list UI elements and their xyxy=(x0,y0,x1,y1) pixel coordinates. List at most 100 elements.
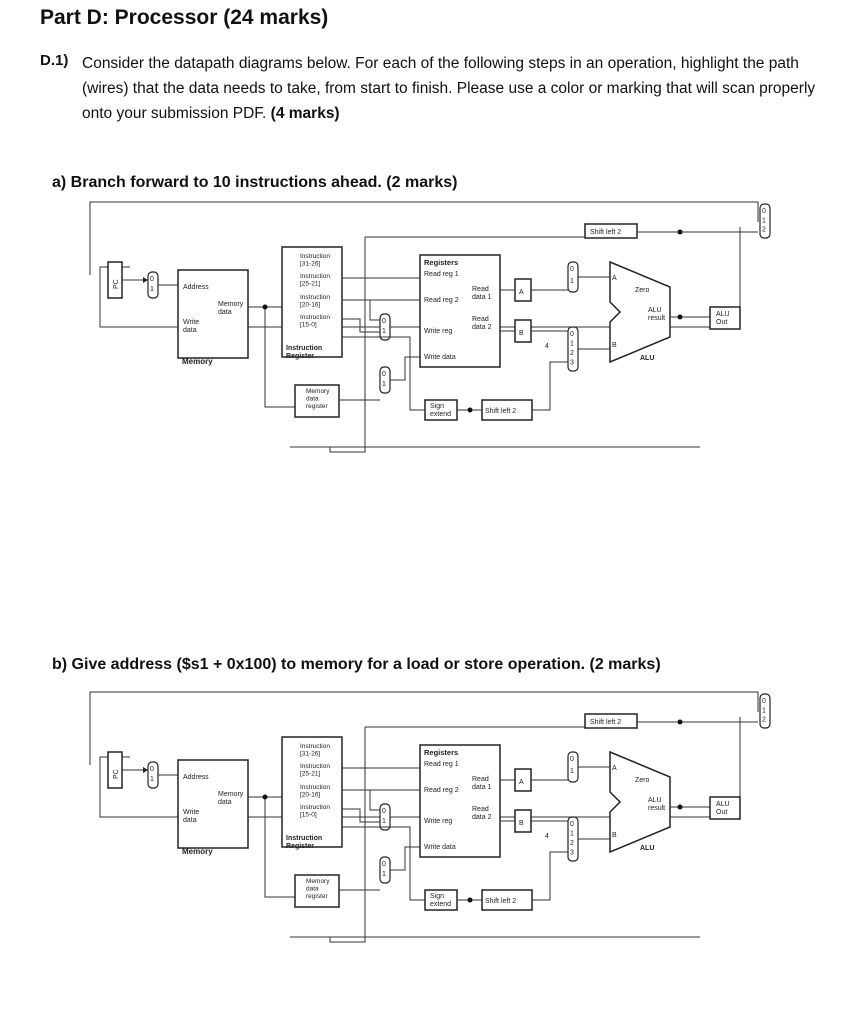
read-data-1-port-line-1: data 1 xyxy=(472,294,492,301)
write-data-mux-input-1: 1 xyxy=(382,381,386,388)
alu-src-b-mux-input-2: 2 xyxy=(570,840,574,847)
alu-out-label-line-0: ALU xyxy=(716,801,730,808)
read-reg-1-port: Read reg 1 xyxy=(424,271,459,278)
alu-out-label-line-1: Out xyxy=(716,319,727,326)
instruction-register xyxy=(281,246,343,358)
read-data-1-port-line-0: Read xyxy=(472,286,489,293)
instr-field-25-21-line-1: [25-21] xyxy=(300,771,320,778)
instr-field-31-26-line-1: [31-26] xyxy=(300,261,320,268)
alu-result-line-1: result xyxy=(648,805,665,812)
alu-split-dot xyxy=(677,804,683,810)
alu-src-a-mux-input-1: 1 xyxy=(570,768,574,775)
mdr-label-line-2: register xyxy=(306,893,329,900)
instruction-register-label-line-0: Instruction xyxy=(286,835,322,842)
memory-split-dot xyxy=(262,304,268,310)
pc-to-mux-arrow xyxy=(143,277,148,283)
alu-src-b-mux-input-3: 3 xyxy=(570,850,574,857)
instr-field-20-16-line-0: Instruction xyxy=(300,294,330,301)
memory-split-dot xyxy=(262,794,268,800)
imm-to-signext-wire xyxy=(342,826,425,901)
alu-input-b: B xyxy=(612,832,617,839)
shift-left-2-upper-label: Shift left 2 xyxy=(590,719,621,726)
mux-to-writedata-wire xyxy=(390,846,420,871)
constant-4: 4 xyxy=(545,343,549,350)
alu-label: ALU xyxy=(640,845,654,852)
shift-left-2-upper-label: Shift left 2 xyxy=(590,229,621,236)
shift-left-2-lower-label: Shift left 2 xyxy=(485,408,516,415)
write-data-port: Write data xyxy=(424,844,456,851)
instruction-register xyxy=(281,736,343,848)
memory-block xyxy=(177,759,249,849)
instr-field-25-21-line-0: Instruction xyxy=(300,273,330,280)
memory-data-register xyxy=(294,874,340,908)
write-data-port: Write data xyxy=(424,354,456,361)
imm-to-signext-wire xyxy=(342,336,425,411)
instr-field-20-16-line-0: Instruction xyxy=(300,784,330,791)
pc-source-mux-input-2: 2 xyxy=(762,717,766,724)
memory-label: Memory xyxy=(182,357,213,366)
alu-src-b-mux-input-0: 0 xyxy=(570,821,574,828)
question-marks: (4 marks) xyxy=(270,105,340,122)
sign-extend-label-line-1: extend xyxy=(430,901,451,908)
pc-source-mux-input-0: 0 xyxy=(762,698,766,705)
instr-field-15-0-line-1: [15-0] xyxy=(300,812,317,819)
rt-to-mux-wire xyxy=(342,789,380,811)
alu-out-register xyxy=(709,306,741,330)
read-reg-2-port: Read reg 2 xyxy=(424,787,459,794)
instr-field-31-26-line-0: Instruction xyxy=(300,253,330,260)
shift-to-mux-wire xyxy=(532,851,568,901)
read-data-2-port-line-1: data 2 xyxy=(472,324,492,331)
memory-write-data-port-line-1: data xyxy=(183,327,197,334)
part-a-label: a) Branch forward to 10 instructions ahe… xyxy=(52,174,458,191)
register-file-title: Registers xyxy=(424,748,458,757)
alu-block xyxy=(609,750,671,854)
pc-address-mux-input-1: 1 xyxy=(150,776,154,783)
instruction-register-label-line-0: Instruction xyxy=(286,345,322,352)
alu-label: ALU xyxy=(640,355,654,362)
mdr-label-line-1: data xyxy=(306,886,319,893)
memory-block xyxy=(177,269,249,359)
signext-split-dot xyxy=(467,407,473,413)
signext-split-dot xyxy=(467,897,473,903)
page-title: Part D: Processor (24 marks) xyxy=(40,6,329,29)
pc-source-mux-input-2: 2 xyxy=(762,227,766,234)
memory-address-port: Address xyxy=(183,774,209,781)
bottom-bus-wire xyxy=(329,237,366,453)
shift-left-2-upper-block xyxy=(584,223,638,239)
read-reg-1-port: Read reg 1 xyxy=(424,761,459,768)
shift-to-mux-wire xyxy=(532,361,568,411)
instruction-register-label-line-1: Register xyxy=(286,843,314,850)
pc-source-mux xyxy=(759,693,771,729)
shift-split-dot xyxy=(677,719,683,725)
pc-source-mux-input-0: 0 xyxy=(762,208,766,215)
constant-4: 4 xyxy=(545,833,549,840)
memory-data-port-line-0: Memory xyxy=(218,301,244,308)
question-number: D.1) xyxy=(40,52,69,69)
reg-b-label: B xyxy=(519,330,524,337)
sign-extend-label-line-0: Sign xyxy=(430,893,444,900)
reg-b-label: B xyxy=(519,820,524,827)
sign-extend-label-line-0: Sign xyxy=(430,403,444,410)
part-b-label: b) Give address ($s1 + 0x100) to memory … xyxy=(52,656,661,673)
memory-data-port-line-1: data xyxy=(218,309,232,316)
alu-input-b: B xyxy=(612,342,617,349)
write-reg-port: Write reg xyxy=(424,818,452,825)
pc-to-mux-arrow xyxy=(143,767,148,773)
alu-zero: Zero xyxy=(635,777,650,784)
instr-field-31-26-line-1: [31-26] xyxy=(300,751,320,758)
register-file-title: Registers xyxy=(424,258,458,267)
alu-result-line-0: ALU xyxy=(648,307,662,314)
instr-field-31-26-line-0: Instruction xyxy=(300,743,330,750)
shift-left-2-lower-label: Shift left 2 xyxy=(485,898,516,905)
write-reg-mux-input-1: 1 xyxy=(382,818,386,825)
memory-write-data-port-line-0: Write xyxy=(183,809,199,816)
pc-feedback-wire xyxy=(89,201,759,275)
question-body: Consider the datapath diagrams below. Fo… xyxy=(82,55,816,122)
write-reg-mux-input-0: 0 xyxy=(382,318,386,325)
shift-split-dot xyxy=(677,229,683,235)
write-data-mux-input-0: 0 xyxy=(382,371,386,378)
instruction-register-label-line-1: Register xyxy=(286,353,314,360)
write-data-mux-input-1: 1 xyxy=(382,871,386,878)
mdr-label-line-0: Memory xyxy=(306,388,330,395)
alu-input-a: A xyxy=(612,765,617,772)
